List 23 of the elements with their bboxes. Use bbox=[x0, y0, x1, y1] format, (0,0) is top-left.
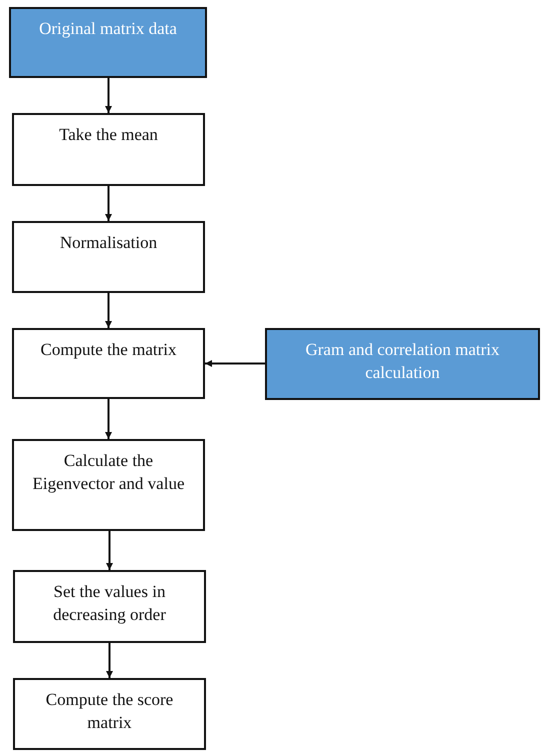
process-box bbox=[12, 221, 205, 293]
arrow bbox=[105, 186, 112, 221]
arrow bbox=[105, 399, 112, 439]
arrow bbox=[105, 293, 112, 328]
box-label: Take the mean bbox=[59, 124, 158, 146]
process-box bbox=[12, 439, 205, 531]
process-box bbox=[9, 7, 207, 78]
box-label: Set the values in decreasing order bbox=[52, 581, 167, 626]
box-label: Gram and correlation matrix calculation bbox=[304, 339, 500, 384]
arrow bbox=[205, 360, 265, 367]
process-box bbox=[265, 328, 540, 400]
box-label: Original matrix data bbox=[39, 18, 177, 40]
process-box bbox=[13, 570, 206, 643]
box-label: Compute the score matrix bbox=[44, 689, 174, 734]
arrow bbox=[106, 531, 113, 570]
process-box bbox=[12, 328, 205, 399]
arrow bbox=[105, 78, 112, 113]
process-box bbox=[12, 113, 205, 186]
box-label: Compute the matrix bbox=[40, 339, 176, 361]
box-label: Calculate the Eigenvector and value bbox=[32, 450, 186, 495]
box-label: Normalisation bbox=[60, 232, 158, 254]
process-box bbox=[13, 678, 206, 750]
arrow bbox=[106, 643, 113, 678]
